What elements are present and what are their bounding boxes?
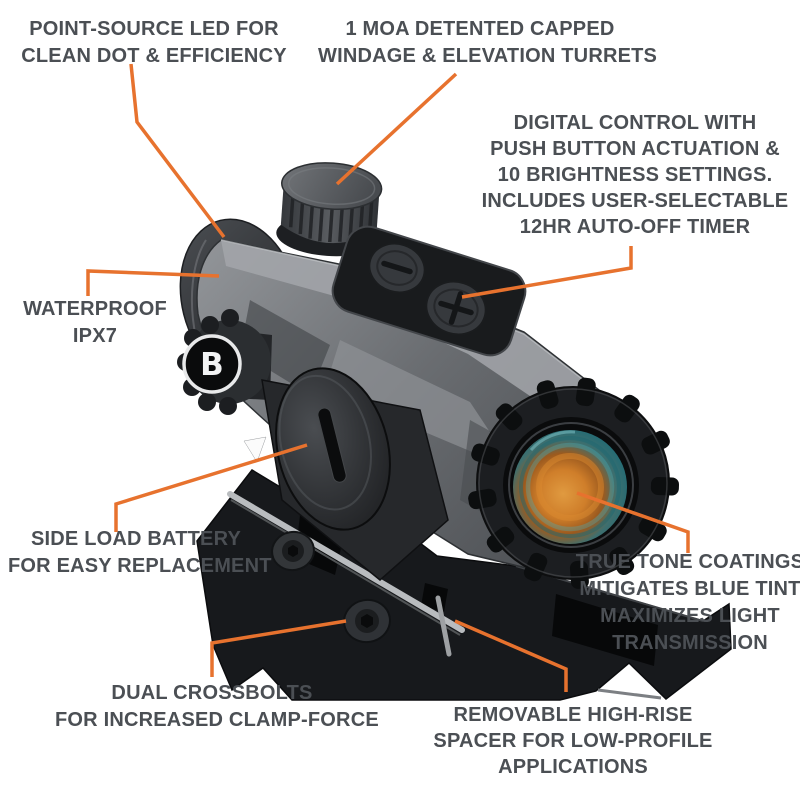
lens-glass: [513, 430, 627, 544]
leader-lines: [86, 63, 690, 692]
callout-digital-control: DIGITAL CONTROL WITH PUSH BUTTON ACTUATI…: [470, 110, 800, 240]
callout-line: WATERPROOF: [23, 298, 167, 320]
rail-accent-stripe: [227, 491, 465, 633]
leader-removable-spacer: [454, 619, 568, 692]
brand-logo-ring: [182, 334, 242, 394]
callout-turrets: 1 MOA DETENTED CAPPED WINDAGE & ELEVATIO…: [318, 16, 658, 70]
callout-line: PUSH BUTTON ACTUATION &: [490, 138, 780, 160]
callout-side-load-battery: SIDE LOAD BATTERY FOR EASY REPLACEMENT: [8, 526, 272, 580]
callout-line: SPACER FOR LOW-PROFILE: [433, 730, 713, 752]
rail-edge-highlight: [597, 688, 662, 700]
turret-cap: [276, 162, 383, 257]
windage-knob: B: [177, 309, 272, 415]
leader-point-source-led: [129, 63, 226, 239]
callout-point-source-led: POINT-SOURCE LED FOR CLEAN DOT & EFFICIE…: [8, 16, 300, 70]
leader-true-tone: [576, 491, 690, 553]
mount-cutout-right: [552, 594, 658, 666]
plus-icon: [438, 291, 474, 325]
brand-logo-letter: B: [200, 347, 224, 383]
minus-icon: [381, 260, 413, 275]
callout-line: DIGITAL CONTROL WITH: [513, 112, 757, 134]
battery-cap-slot: [317, 407, 347, 483]
callout-line: POINT-SOURCE LED FOR: [29, 18, 279, 40]
body-top-facet: [221, 240, 638, 444]
rail-accent-stripe-right: [435, 595, 452, 657]
callout-line: WINDAGE & ELEVATION TURRETS: [318, 45, 658, 67]
leader-waterproof: [86, 269, 220, 296]
rail-accent-stripe-shadow: [230, 499, 461, 636]
callout-line: APPLICATIONS: [498, 756, 648, 778]
crossbolt-rear: [343, 598, 391, 644]
callout-line: MAXIMIZES LIGHT: [600, 605, 780, 627]
callout-line: TRUE TONE COATINGS: [575, 551, 800, 573]
callout-line: SIDE LOAD BATTERY: [30, 528, 242, 550]
callout-line: REMOVABLE HIGH-RISE: [453, 704, 693, 726]
leader-side-load-battery: [114, 443, 308, 532]
callout-line: 10 BRIGHTNESS SETTINGS.: [497, 164, 773, 186]
callout-line: 12HR AUTO-OFF TIMER: [519, 216, 751, 238]
mount-through-hole: [243, 436, 267, 463]
leader-dual-crossbolts: [210, 619, 347, 677]
callout-dual-crossbolts: DUAL CROSSBOLTS FOR INCREASED CLAMP-FORC…: [55, 680, 379, 734]
callout-line: TRANSMISSION: [612, 632, 768, 654]
callout-line: CLEAN DOT & EFFICIENCY: [21, 45, 287, 67]
callout-line: INCLUDES USER-SELECTABLE: [481, 190, 789, 212]
crossbolt-front: [271, 530, 315, 572]
leader-digital-control: [461, 246, 633, 299]
leader-turrets: [335, 72, 458, 186]
callout-line: IPX7: [72, 325, 118, 347]
callout-line: FOR EASY REPLACEMENT: [8, 555, 272, 577]
callout-line: DUAL CROSSBOLTS: [111, 682, 313, 704]
callout-waterproof: WATERPROOF IPX7: [15, 296, 175, 350]
callout-true-tone: TRUE TONE COATINGS MITIGATES BLUE TINT M…: [572, 549, 800, 657]
callout-line: 1 MOA DETENTED CAPPED: [345, 18, 615, 40]
callout-line: MITIGATES BLUE TINT: [579, 578, 800, 600]
brightness-down-button: [368, 242, 426, 294]
callout-line: FOR INCREASED CLAMP-FORCE: [55, 709, 379, 731]
callout-removable-spacer: REMOVABLE HIGH-RISE SPACER FOR LOW-PROFI…: [428, 702, 718, 780]
objective-lens: [468, 377, 680, 589]
